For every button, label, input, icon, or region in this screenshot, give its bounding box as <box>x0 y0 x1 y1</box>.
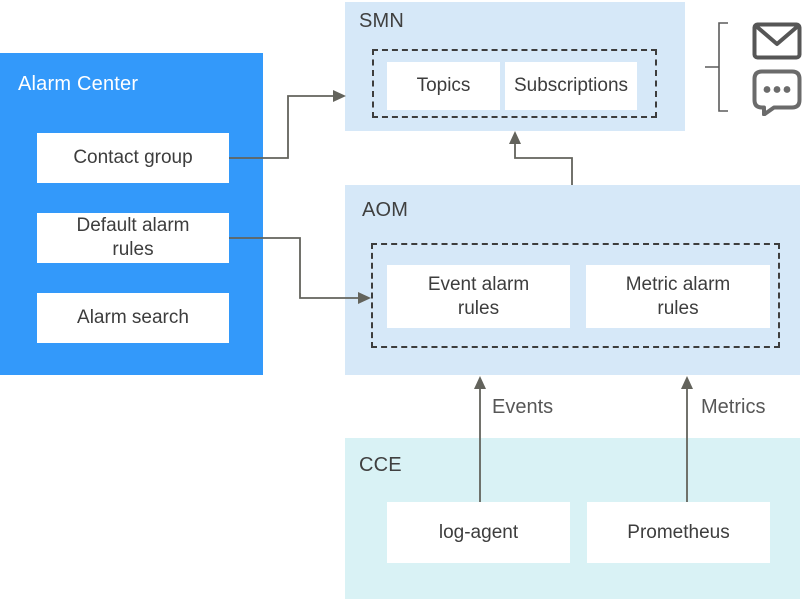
connector-aom-to-smn <box>509 131 573 185</box>
aom-panel: AOM Event alarm rules Metric alarm rules <box>345 185 800 375</box>
contact-group-node: Contact group <box>37 133 229 183</box>
email-icon <box>752 22 802 60</box>
default-alarm-rules-node: Default alarm rules <box>37 213 229 263</box>
smn-panel: SMN Topics Subscriptions <box>345 2 685 131</box>
sms-message-icon <box>752 69 802 117</box>
events-edge-label: Events <box>492 396 554 418</box>
event-alarm-rules-node: Event alarm rules <box>387 265 570 328</box>
topics-node: Topics <box>387 62 500 110</box>
cce-title: CCE <box>359 454 402 476</box>
alarm-search-node: Alarm search <box>37 293 229 343</box>
metric-alarm-rules-node: Metric alarm rules <box>586 265 770 328</box>
smn-dashed-group <box>372 49 657 118</box>
subscriptions-node: Subscriptions <box>505 62 637 110</box>
aom-title: AOM <box>362 199 409 221</box>
cce-panel: CCE log-agent Prometheus <box>345 438 800 599</box>
smn-title: SMN <box>359 10 405 32</box>
alarm-center-title: Alarm Center <box>18 73 139 95</box>
metrics-edge-label: Metrics <box>701 396 766 418</box>
notification-group-bracket <box>705 22 728 112</box>
prometheus-node: Prometheus <box>587 502 770 563</box>
alarm-center-panel: Alarm Center Contact group Default alarm… <box>0 53 263 375</box>
aom-dashed-group <box>371 243 780 348</box>
log-agent-node: log-agent <box>387 502 570 563</box>
